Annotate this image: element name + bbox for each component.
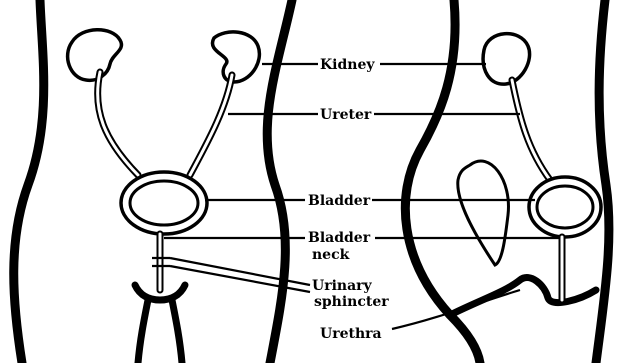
label-kidney: Kidney	[320, 57, 375, 73]
side-kidney	[483, 34, 529, 85]
left-kidney	[68, 30, 122, 81]
right-kidney	[212, 32, 259, 82]
side-uterus-loop	[458, 161, 509, 265]
left-ureter	[98, 72, 138, 175]
side-ureter	[512, 80, 550, 180]
side-pelvic-floor	[450, 278, 596, 315]
front-body-outline-right	[267, 0, 292, 363]
label-urethra: Urethra	[320, 326, 382, 342]
right-ureter	[190, 75, 232, 175]
label-bladder: Bladder	[308, 193, 371, 209]
label-sphincter-line2: sphincter	[314, 294, 389, 310]
label-sphincter-line1: Urinary	[312, 278, 373, 294]
side-view-figure	[405, 0, 609, 363]
front-body-outline-left	[14, 0, 44, 363]
label-bladder-neck-line2: neck	[312, 247, 350, 263]
side-body-outline-front	[596, 0, 609, 363]
label-ureter: Ureter	[320, 107, 372, 123]
label-bladder-neck-line1: Bladder	[308, 230, 371, 246]
front-right-leg	[172, 300, 182, 363]
front-left-leg	[138, 300, 148, 363]
front-view-figure	[14, 0, 292, 363]
